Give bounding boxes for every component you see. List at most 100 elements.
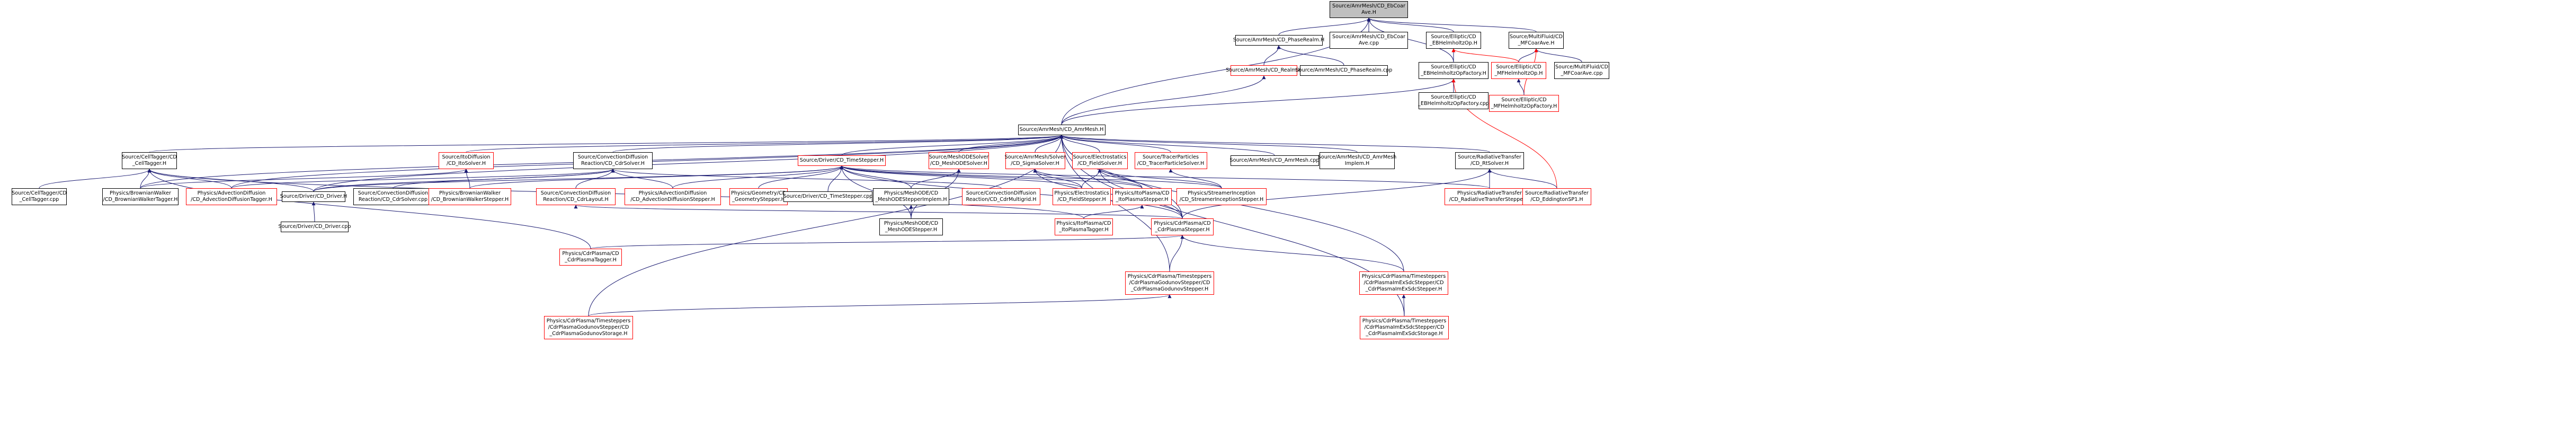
graph-node-label-line: Source/Driver/CD_TimeStepper.H <box>799 157 884 163</box>
dependency-edge <box>1059 135 1275 156</box>
dependency-edge <box>231 169 615 189</box>
graph-node-label-line: /CD_AdvectionDiffusionStepper.H <box>630 197 715 203</box>
graph-node-ebhelmholtzopfactory-cpp[interactable]: Source/Elliptic/CD_EBHelmholtzOpFactory.… <box>1418 92 1489 109</box>
graph-node-geometrystepper-h[interactable]: Physics/Geometry/CD_GeometryStepper.H <box>729 188 788 205</box>
dependency-edge <box>1083 205 1144 219</box>
graph-node-driver-h[interactable]: Source/Driver/CD_Driver.H <box>280 191 347 202</box>
graph-node-meshodesolver-h[interactable]: Source/MeshODESolver/CD_MeshODESolver.H <box>929 152 989 169</box>
graph-node-streamerinceptionstepper-h[interactable]: Physics/StreamerInception/CD_StreamerInc… <box>1176 188 1267 205</box>
graph-node-label-line: _MFHelmholtzOp.H <box>1494 71 1543 76</box>
dependency-edge <box>611 169 673 189</box>
graph-node-label-line: Source/Elliptic/CD <box>1431 64 1476 70</box>
graph-node-meshodestepperimplem-h[interactable]: Physics/MeshODE/CD_MeshODEStepperImplem.… <box>873 188 949 205</box>
graph-node-label-line: _CdrPlasmaGodunovStepper.H <box>1130 286 1209 292</box>
dependency-edge <box>611 169 1002 189</box>
graph-node-label-line: Source/Driver/CD_Driver.H <box>280 194 347 199</box>
graph-node-label-line: _MeshODEStepperImplem.H <box>875 197 947 203</box>
dependency-edge <box>588 294 1172 316</box>
dependency-edge <box>1059 135 1358 153</box>
graph-node-label-line: Source/CellTagger/CD <box>12 190 67 196</box>
dependency-edge <box>758 165 844 189</box>
graph-node-advectiondiffusionstepper-h[interactable]: Physics/AdvectionDiffusion/CD_AdvectionD… <box>625 188 721 205</box>
graph-node-fieldstepper-h[interactable]: Physics/Electrostatics/CD_FieldStepper.H <box>1053 188 1111 205</box>
graph-node-label-line: Source/Driver/CD_Driver.cpp <box>278 224 351 230</box>
graph-node-celltagger-cpp[interactable]: Source/CellTagger/CD_CellTagger.cpp <box>12 188 67 205</box>
graph-node-meshodestepper-h[interactable]: Physics/MeshODE/CD_MeshODEStepper.H <box>879 218 943 235</box>
graph-node-godunovstorage-h[interactable]: Physics/CdrPlasma/Timesteppers/CdrPlasma… <box>544 316 633 339</box>
graph-node-itoplasmastepper-h[interactable]: Physics/ItoPlasma/CD_ItoPlasmaStepper.H <box>1112 188 1172 205</box>
graph-node-label-line: _MFHelmholtzOpFactory.H <box>1491 103 1557 109</box>
graph-node-brownianwalkertagger-h[interactable]: Physics/BrownianWalker/CD_BrownianWalker… <box>102 188 179 205</box>
graph-node-label-line: Source/Elliptic/CD <box>1496 64 1541 70</box>
graph-node-tracerparticlesolver-h[interactable]: Source/TracerParticles/CD_TracerParticle… <box>1134 152 1207 169</box>
graph-node-label-line: /CD_FieldStepper.H <box>1057 197 1106 203</box>
graph-node-timestepper-cpp[interactable]: Source/Driver/CD_TimeStepper.cpp <box>783 191 872 202</box>
graph-node-advectiondiffusiontagger-h[interactable]: Physics/AdvectionDiffusion/CD_AdvectionD… <box>186 188 277 205</box>
graph-node-cdrplasmastepper-h[interactable]: Physics/CdrPlasma/CD_CdrPlasmaStepper.H <box>1151 218 1214 235</box>
graph-node-cdrplasmatagger-h[interactable]: Physics/CdrPlasma/CD_CdrPlasmaTagger.H <box>559 249 622 266</box>
graph-node-fieldsolver-h[interactable]: Source/Electrostatics/CD_FieldSolver.H <box>1072 152 1128 169</box>
graph-node-label-line: /CD_MeshODESolver.H <box>930 161 987 166</box>
graph-node-label-line: _MeshODEStepper.H <box>885 227 938 233</box>
graph-node-label-line: /CD_SigmaSolver.H <box>1011 161 1059 166</box>
graph-node-label-line: Physics/BrownianWalker <box>110 190 171 196</box>
dependency-edge <box>1098 169 1222 189</box>
graph-node-label-line: /CD_BrownianWalkerTagger.H <box>103 197 178 203</box>
graph-node-itoplasmatagger-h[interactable]: Physics/ItoPlasma/CD_ItoPlasmaTagger.H <box>1055 218 1113 235</box>
graph-node-mfcoarave-cpp[interactable]: Source/MultiFluid/CD_MFCoarAve.cpp <box>1554 62 1609 79</box>
graph-node-timestepper-h[interactable]: Source/Driver/CD_TimeStepper.H <box>798 155 886 166</box>
graph-node-label-line: _EBHelmholtzOpFactory.H <box>1421 71 1486 76</box>
graph-node-ebhelmholtzopfactory-h[interactable]: Source/Elliptic/CD_EBHelmholtzOpFactory.… <box>1419 62 1488 79</box>
graph-node-label-line: /CD_EddingtonSP1.H <box>1530 197 1583 203</box>
graph-node-radiativetransferstepper-h[interactable]: Physics/RadiativeTransfer/CD_RadiativeTr… <box>1445 188 1535 205</box>
graph-node-phaserealm-h[interactable]: Source/AmrMesh/CD_PhaseRealm.H <box>1233 35 1324 46</box>
graph-node-realm-h[interactable]: Source/AmrMesh/CD_Realm.H <box>1226 65 1302 76</box>
dependency-edge <box>1277 45 1344 66</box>
graph-node-itosolver-h[interactable]: Source/ItoDiffusion/CD_ItoSolver.H <box>439 152 494 169</box>
graph-node-label-line: Source/AmrMesh/CD_AmrMesh.H <box>1019 127 1104 133</box>
graph-node-label-line: Source/AmrMesh/CD_PhaseRealm.cpp <box>1295 67 1393 73</box>
graph-node-driver-cpp[interactable]: Source/Driver/CD_Driver.cpp <box>278 222 351 232</box>
graph-node-ebhelmholtzop-h[interactable]: Source/Elliptic/CD_EBHelmholtzOp.H <box>1426 32 1481 49</box>
graph-node-label-line: /CD_BrownianWalkerStepper.H <box>431 197 509 203</box>
graph-node-mfhelmholtzopfactory-h[interactable]: Source/Elliptic/CD_MFHelmholtzOpFactory.… <box>1489 95 1559 112</box>
graph-node-imexsdcstorage-h[interactable]: Physics/CdrPlasma/Timesteppers/CdrPlasma… <box>1360 316 1449 339</box>
dependency-edge <box>840 165 1082 189</box>
graph-node-celltagger-h[interactable]: Source/CellTagger/CD_CellTagger.H <box>122 152 177 169</box>
dependency-edge <box>1367 17 1454 32</box>
graph-node-brownianwalkerstepper-h[interactable]: Physics/BrownianWalker/CD_BrownianWalker… <box>429 188 511 205</box>
dependency-edge <box>140 169 468 189</box>
dependency-edge <box>1180 235 1404 272</box>
graph-node-mfhelmholtzop-h[interactable]: Source/Elliptic/CD_MFHelmholtzOp.H <box>1491 62 1546 79</box>
graph-node-eddingtonsp1-h[interactable]: Source/RadiativeTransfer/CD_EddingtonSP1… <box>1522 188 1591 205</box>
graph-node-rtesolver-h[interactable]: Source/RadiativeTransfer/CD_RtSolver.H <box>1455 152 1524 169</box>
graph-node-label-line: Physics/CdrPlasma/Timesteppers <box>546 318 631 324</box>
graph-node-label-line: _MFCoarAve.H <box>1518 40 1555 46</box>
dependency-edge <box>840 165 1222 189</box>
graph-node-label-line: Reaction/CD_CdrSolver.cpp <box>358 197 428 203</box>
graph-node-mfcoarave-h[interactable]: Source/MultiFluid/CD_MFCoarAve.H <box>1509 32 1564 49</box>
graph-node-amrmesh-cpp[interactable]: Source/AmrMesh/CD_AmrMesh.cpp <box>1229 155 1320 166</box>
graph-node-label-line: Physics/MeshODE/CD <box>884 221 939 226</box>
graph-node-label-line: _ItoPlasmaStepper.H <box>1116 197 1169 203</box>
graph-node-godunovstepper-h[interactable]: Physics/CdrPlasma/Timesteppers/CdrPlasma… <box>1125 271 1214 295</box>
dependency-edge <box>1451 48 1519 63</box>
graph-node-label-line: _EBHelmholtzOpFactory.cpp <box>1418 101 1489 107</box>
graph-node-label-line: Physics/CdrPlasma/Timesteppers <box>1362 318 1447 324</box>
dependency-edge <box>1169 169 1222 189</box>
graph-node-label-line: Source/ItoDiffusion <box>442 154 491 160</box>
graph-node-phaserealm-cpp[interactable]: Source/AmrMesh/CD_PhaseRealm.cpp <box>1296 65 1392 76</box>
graph-node-label-line: _CdrPlasmaGodunovStorage.H <box>549 331 628 337</box>
graph-node-sigmasolver-h[interactable]: Source/AmrMesh/Solver/CD_SigmaSolver.H <box>1005 152 1065 169</box>
graph-node-amrmesh-h[interactable]: Source/AmrMesh/CD_AmrMesh.H <box>1018 125 1106 135</box>
graph-node-label-line: /CD_ItoSolver.H <box>446 161 486 166</box>
graph-node-label-line: Source/Elliptic/CD <box>1501 97 1547 103</box>
graph-node-imexsdcstepper-h[interactable]: Physics/CdrPlasma/Timesteppers/CdrPlasma… <box>1359 271 1448 295</box>
